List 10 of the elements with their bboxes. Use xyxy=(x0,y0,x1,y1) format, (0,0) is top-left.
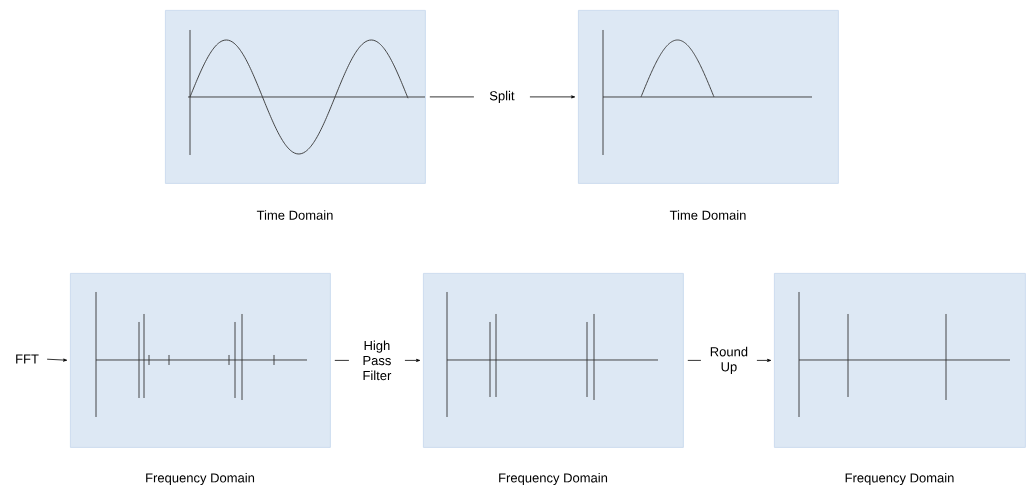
node-label: Time Domain xyxy=(256,210,333,220)
node-label: Time Domain xyxy=(669,210,746,220)
arrow xyxy=(46,358,68,362)
edge-label: High Pass Filter xyxy=(348,337,405,384)
node-label: Frequency Domain xyxy=(499,472,608,486)
step-label: FFT xyxy=(16,354,39,364)
edge-label: Round Up xyxy=(700,343,757,377)
node-label: Frequency Domain xyxy=(845,472,954,486)
node-label: Frequency Domain xyxy=(146,472,255,486)
edge-label: Split xyxy=(473,87,530,106)
